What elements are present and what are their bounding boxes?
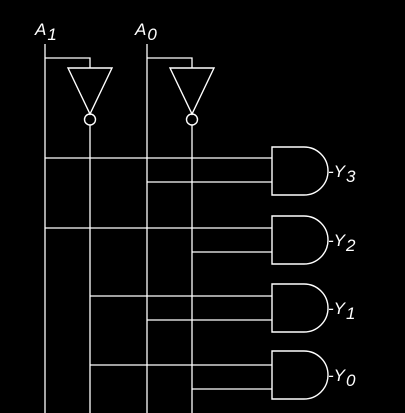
not-gate-a1	[66, 67, 114, 126]
output-label-y2: -Y2	[328, 231, 356, 255]
output-label-y3: -Y3	[328, 162, 356, 186]
and-gate-y0	[271, 350, 329, 400]
output-label-y1: -Y1	[328, 299, 355, 323]
input-label-a0: A0	[134, 20, 157, 44]
and-gate-y2	[271, 215, 329, 265]
output-label-y0: -Y0	[328, 366, 356, 390]
a1-inverter-branch	[45, 57, 91, 68]
and-gate-y3	[271, 146, 329, 196]
and-gate-y1	[271, 283, 329, 333]
not-gate-a0	[168, 67, 216, 126]
input-label-a1: A1	[34, 20, 57, 44]
a0-inverter-branch	[147, 57, 193, 68]
